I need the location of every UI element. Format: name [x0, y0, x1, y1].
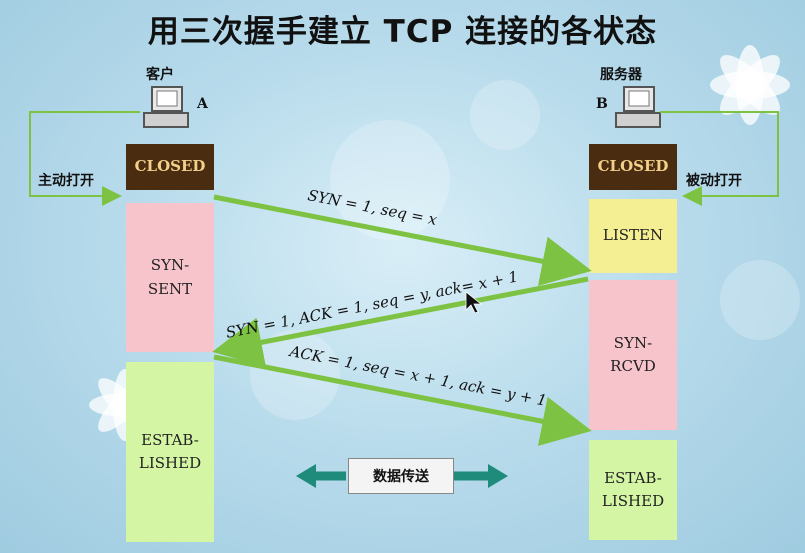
slide-title: 用三次握手建立 TCP 连接的各状态	[147, 14, 658, 50]
data-transfer-label: 数据传送	[348, 458, 454, 494]
bg-bubble	[720, 260, 800, 340]
cursor-icon	[465, 291, 483, 314]
bg-bubble	[330, 120, 450, 240]
active-open-arrow	[29, 111, 140, 206]
client-state-closed: CLOSED	[126, 144, 214, 190]
passive-open-label: 被动打开	[686, 173, 742, 189]
client-host-label: A	[197, 96, 208, 112]
syn-ack-arrow	[212, 276, 589, 367]
transfer-arrow-left-head	[296, 464, 316, 488]
computer-icon	[615, 86, 661, 128]
client-state-established: ESTAB- LISHED	[126, 362, 214, 542]
client-label: 客户	[146, 67, 174, 83]
syn-arrow	[213, 194, 592, 286]
server-state-established: ESTAB- LISHED	[589, 440, 677, 540]
active-open-label: 主动打开	[38, 173, 94, 189]
flower-decoration	[710, 45, 790, 125]
server-host-label: B	[596, 96, 608, 112]
ack-arrow	[213, 354, 592, 446]
server-label: 服务器	[600, 67, 642, 83]
transfer-arrow-right-head	[488, 464, 508, 488]
server-state-syn-rcvd: SYN- RCVD	[589, 280, 677, 430]
server-state-closed: CLOSED	[589, 144, 677, 190]
passive-open-arrow	[660, 111, 779, 206]
computer-icon	[143, 86, 189, 128]
bg-bubble	[470, 80, 540, 150]
client-state-syn-sent: SYN- SENT	[126, 203, 214, 352]
server-state-listen: LISTEN	[589, 199, 677, 273]
